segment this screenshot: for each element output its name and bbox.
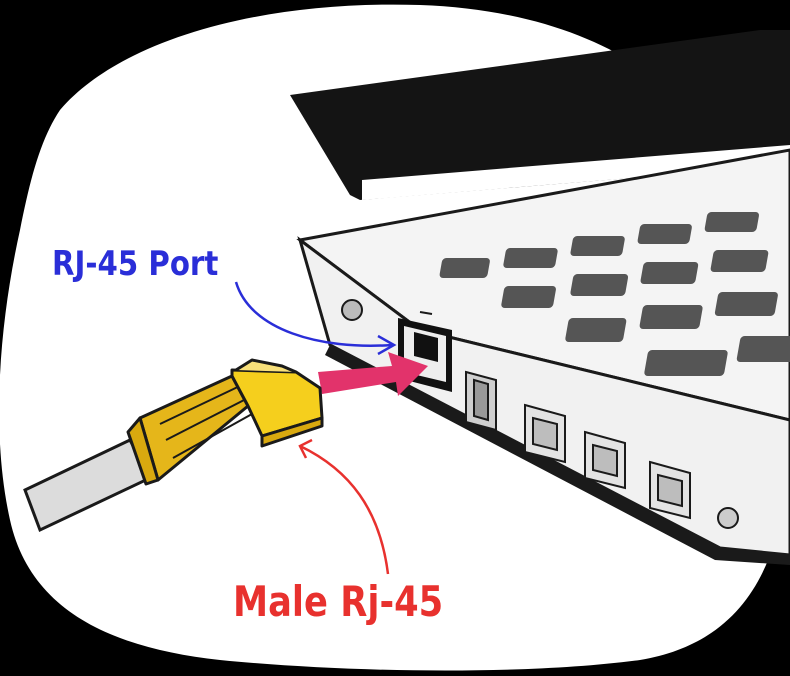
keyboard <box>439 212 790 376</box>
laptop-screen-inner <box>362 145 790 200</box>
side-ports <box>465 370 739 529</box>
power-button <box>341 299 363 321</box>
port-pointer-arrowhead <box>377 334 397 356</box>
rj45-port-label: RJ-45 Port <box>52 244 219 284</box>
insert-arrow-icon <box>318 352 428 396</box>
plug-pointer-arrowhead <box>298 438 313 459</box>
plug-pointer-arrow <box>299 444 390 575</box>
port-pointer-arrow <box>234 281 393 347</box>
male-rj45-label: Male Rj-45 <box>233 577 444 626</box>
laptop-bottom-edge <box>325 345 790 565</box>
rj45-plug-illustration <box>126 358 324 486</box>
